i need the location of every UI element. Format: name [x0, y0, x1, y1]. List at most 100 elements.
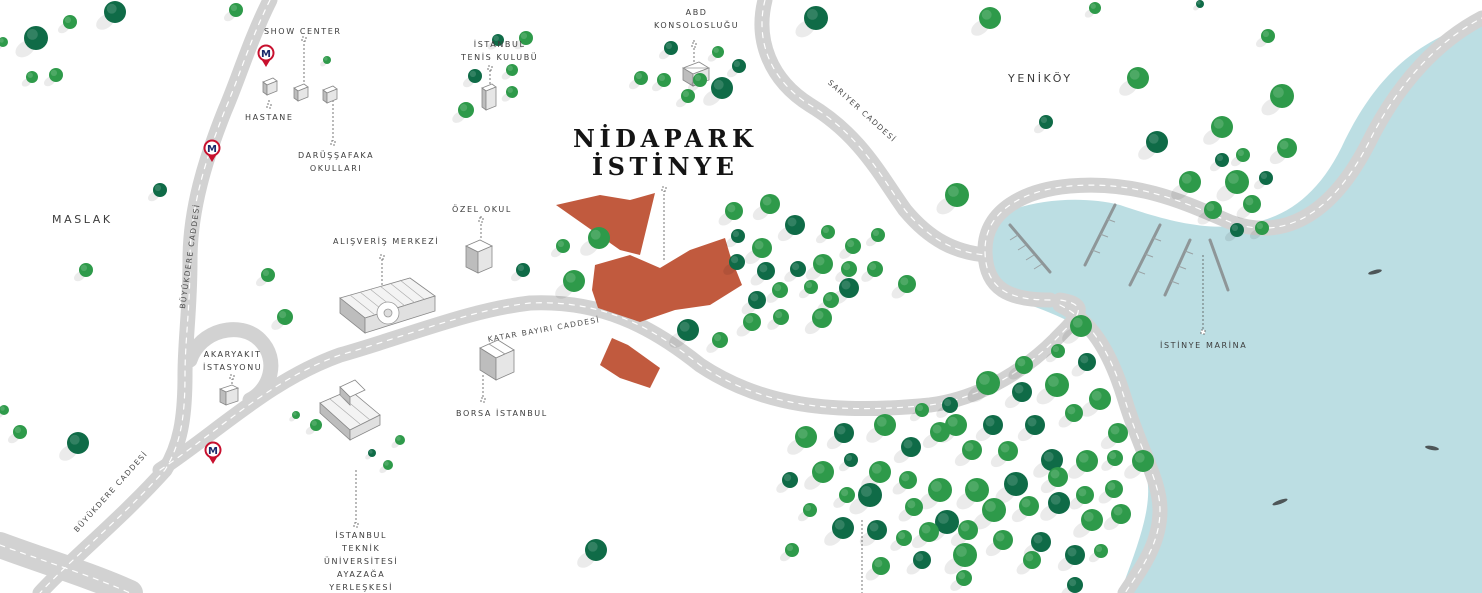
tree-highlight [1069, 579, 1077, 587]
tree-highlight [154, 184, 162, 192]
tree-icon [1259, 171, 1273, 185]
tree-icon [743, 313, 761, 331]
tree-highlight [1025, 553, 1034, 562]
tree-highlight [517, 264, 525, 272]
tree-highlight [324, 57, 328, 61]
tree-highlight [792, 263, 800, 271]
tree-highlight [1273, 87, 1284, 98]
tree-icon [67, 432, 89, 454]
tree-highlight [557, 240, 565, 248]
tree-icon [773, 309, 789, 325]
tree-highlight [814, 463, 825, 474]
tree-icon [1230, 223, 1244, 237]
tree-highlight [985, 501, 996, 512]
tree-icon [1023, 551, 1041, 569]
metro-icon-buyukdere[interactable] [204, 441, 222, 465]
tree-highlight [1260, 172, 1268, 180]
tree-icon [0, 405, 9, 415]
tree-highlight [825, 294, 833, 302]
tree-highlight [1090, 3, 1096, 9]
tree-highlight [1262, 30, 1270, 38]
tree-icon [458, 102, 474, 118]
tree-highlight [985, 417, 995, 427]
tree-highlight [869, 263, 877, 271]
tree-icon [1215, 153, 1229, 167]
tree-icon [563, 270, 585, 292]
tree-icon [585, 539, 607, 561]
tree-icon [821, 225, 835, 239]
tree-highlight [903, 439, 913, 449]
tree-highlight [958, 572, 966, 580]
tree-icon [1004, 472, 1028, 496]
tree-highlight [1107, 482, 1116, 491]
tree-highlight [874, 559, 883, 568]
tree-highlight [915, 553, 924, 562]
tree-icon [834, 423, 854, 443]
label-show-center: SHOW CENTER [264, 27, 342, 36]
tree-icon [1051, 344, 1065, 358]
tree-icon [0, 0, 1297, 593]
tree-icon [468, 69, 482, 83]
tree-highlight [841, 489, 849, 497]
tree-icon [785, 215, 805, 235]
tree-highlight [1110, 425, 1120, 435]
tree-highlight [869, 522, 879, 532]
tree-highlight [1000, 443, 1010, 453]
label-akaryakit: AKARYAKIT İSTASYONU [203, 350, 263, 372]
tree-icon [506, 86, 518, 98]
tree-highlight [279, 311, 287, 319]
nidapark-project-plot [556, 193, 742, 388]
tree-icon [1105, 480, 1123, 498]
tree-icon [1015, 356, 1033, 374]
tree-icon [519, 31, 533, 45]
tree-icon [872, 557, 890, 575]
tree-icon [1045, 373, 1069, 397]
tree-icon [1236, 148, 1250, 162]
building-icon [218, 61, 710, 441]
tree-highlight [27, 72, 33, 78]
tree-highlight [1213, 118, 1224, 129]
tree-highlight [713, 47, 719, 53]
tree-icon [26, 71, 38, 83]
tree-highlight [1050, 494, 1061, 505]
tree-icon [945, 183, 969, 207]
tree-icon [13, 425, 27, 439]
tree-highlight [1078, 488, 1087, 497]
tree-highlight [774, 284, 782, 292]
tree-icon [813, 254, 833, 274]
tree-icon [869, 461, 891, 483]
tree-highlight [956, 546, 967, 557]
tree-highlight [1040, 116, 1048, 124]
tree-highlight [1078, 452, 1089, 463]
tree-highlight [1072, 317, 1083, 328]
tree-icon [1107, 450, 1123, 466]
leader-lines [229, 36, 1206, 593]
tree-icon [962, 440, 982, 460]
label-borsa-istanbul: BORSA İSTANBUL [456, 409, 548, 418]
tree-icon [1078, 353, 1096, 371]
tree-highlight [944, 399, 952, 407]
metro-icon-show-center[interactable] [257, 44, 275, 68]
tree-icon [928, 478, 952, 502]
tree-icon [898, 275, 916, 293]
tree-icon [1019, 496, 1039, 516]
tree-icon [1277, 138, 1297, 158]
tree-icon [956, 570, 972, 586]
tree-highlight [1228, 173, 1239, 184]
tree-icon [871, 228, 885, 242]
tree-icon [1048, 467, 1068, 487]
tree-highlight [745, 315, 754, 324]
tree-icon [748, 291, 766, 309]
tree-highlight [727, 204, 736, 213]
tree-icon [998, 441, 1018, 461]
tree-icon [901, 437, 921, 457]
tree-icon [785, 543, 799, 557]
tree-icon [790, 261, 806, 277]
tree-icon [812, 461, 834, 483]
tree-highlight [847, 240, 855, 248]
tree-icon [711, 77, 733, 99]
tree-icon [712, 46, 724, 58]
tree-highlight [1095, 545, 1103, 553]
tree-highlight [815, 256, 825, 266]
tree-icon [1076, 450, 1098, 472]
